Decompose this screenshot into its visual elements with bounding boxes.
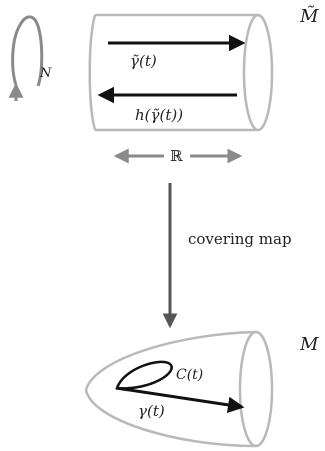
gamma-arrow: [115, 386, 245, 414]
loop-curve: [115, 360, 173, 390]
real-line-label: ℝ: [170, 147, 183, 165]
base-space-label: M: [299, 334, 319, 355]
h-gamma-tilde-label: h(γ̃(t)): [135, 106, 183, 124]
base-surface: [84, 330, 274, 448]
covering-space-label: M̃: [299, 5, 319, 27]
loop-label: C(t): [176, 367, 203, 383]
gamma-label: γ(t): [138, 402, 165, 420]
covering-cylinder: [88, 13, 274, 132]
circular-arrow-icon: [8, 15, 44, 101]
rotation-label: N: [39, 66, 52, 81]
covering-map-label: covering map: [188, 230, 292, 248]
gamma-tilde-label: γ̃(t): [130, 52, 157, 70]
